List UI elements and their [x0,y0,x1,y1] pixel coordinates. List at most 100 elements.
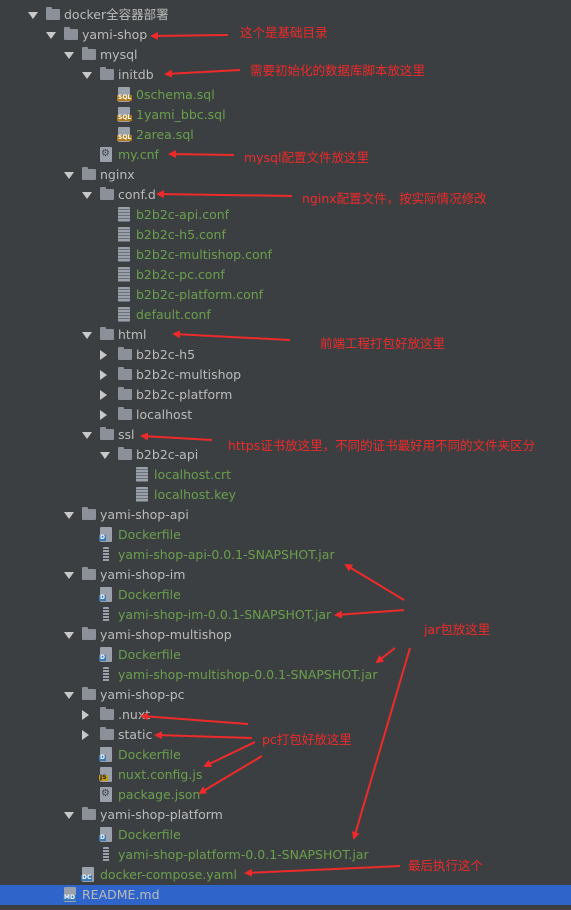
tree-row-mysql[interactable]: mysql [0,45,571,65]
annotation-last: 最后执行这个 [408,858,484,873]
tree-row-im[interactable]: yami-shop-im [0,565,571,585]
chevron-down-icon[interactable] [64,572,74,579]
tree-row-html-subdir[interactable]: b2b2c-h5 [0,345,571,365]
tree-row-html-subdir[interactable]: localhost [0,405,571,425]
tree-row-jar[interactable]: yami-shop-platform-0.0.1-SNAPSHOT.jar [0,845,571,865]
tree-row-ssl-sub[interactable]: b2b2c-api [0,445,571,465]
key-file-label: localhost.key [154,487,236,502]
tree-row-dockerfile[interactable]: D Dockerfile [0,745,571,765]
platform-folder-label: yami-shop-platform [100,807,223,822]
tree-row-conf-file[interactable]: b2b2c-platform.conf [0,285,571,305]
annotation-mysql-conf: mysql配置文件放这里 [244,150,369,165]
ssl-folder-label: ssl [118,427,135,442]
chevron-down-icon[interactable] [82,72,92,79]
conf-file-label: default.conf [136,307,211,322]
chevron-down-icon[interactable] [64,692,74,699]
chevron-down-icon[interactable] [64,812,74,819]
chevron-right-icon[interactable] [100,410,107,420]
tree-row-conf-file[interactable]: b2b2c-multishop.conf [0,245,571,265]
chevron-down-icon[interactable] [28,12,38,19]
tree-row-conf-file[interactable]: default.conf [0,305,571,325]
conf-d-folder-label: conf.d [118,187,156,202]
tree-row-jar[interactable]: yami-shop-api-0.0.1-SNAPSHOT.jar [0,545,571,565]
annotation-initdb: 需要初始化的数据库脚本放这里 [250,63,426,78]
conf-file-icon [118,227,130,242]
tree-row-sql-file[interactable]: SQL 0schema.sql [0,85,571,105]
chevron-down-icon[interactable] [82,432,92,439]
tree-row-dockerfile[interactable]: D Dockerfile [0,525,571,545]
html-folder-label: html [118,327,147,342]
tree-row-jar[interactable]: yami-shop-multishop-0.0.1-SNAPSHOT.jar [0,665,571,685]
tree-row-conf-file[interactable]: b2b2c-h5.conf [0,225,571,245]
chevron-down-icon[interactable] [64,512,74,519]
tree-row-dockerfile[interactable]: D Dockerfile [0,825,571,845]
sql-file-label: 1yami_bbc.sql [136,107,226,122]
tree-row-pc-subdir[interactable]: .nuxt [0,705,571,725]
tree-row-api[interactable]: yami-shop-api [0,505,571,525]
my-cnf-label: my.cnf [118,147,159,162]
chevron-down-icon[interactable] [100,452,110,459]
tree-row-cert-file[interactable]: localhost.crt [0,465,571,485]
annotation-nginx-conf: nginx配置文件，按实际情况修改 [302,191,487,206]
tree-row-compose[interactable]: DC docker-compose.yaml [0,865,571,885]
tree-row-pc-subdir[interactable]: static [0,725,571,745]
folder-icon [100,67,114,80]
root-folder-label: docker全容器部署 [64,7,169,22]
tree-row-cert-file[interactable]: localhost.key [0,485,571,505]
chevron-right-icon[interactable] [82,710,89,720]
folder-icon [82,687,96,700]
tree-row-conf-d[interactable]: conf.d [0,185,571,205]
chevron-down-icon[interactable] [64,52,74,59]
chevron-right-icon[interactable] [100,350,107,360]
annotation-jar: jar包放这里 [424,622,491,637]
tree-row-dockerfile[interactable]: D Dockerfile [0,645,571,665]
folder-icon [118,387,132,400]
tree-row-pc[interactable]: yami-shop-pc [0,685,571,705]
tree-row-platform[interactable]: yami-shop-platform [0,805,571,825]
dockerfile-label: Dockerfile [118,527,181,542]
tree-row-js-file[interactable]: JS nuxt.config.js [0,765,571,785]
tree-row-sql-file[interactable]: SQL 2area.sql [0,125,571,145]
chevron-down-icon[interactable] [46,32,56,39]
tree-row-dockerfile[interactable]: D Dockerfile [0,585,571,605]
tree-row-jar[interactable]: yami-shop-im-0.0.1-SNAPSHOT.jar [0,605,571,625]
chevron-down-icon[interactable] [64,172,74,179]
tree-row-json-file[interactable]: package.json [0,785,571,805]
tree-row-html-subdir[interactable]: b2b2c-multishop [0,365,571,385]
jar-file-icon [103,667,109,682]
chevron-right-icon[interactable] [100,390,107,400]
html-subdir-label: b2b2c-platform [136,387,233,402]
dockerfile-label: Dockerfile [118,827,181,842]
readme-label: README.md [82,887,160,902]
json-file-icon [100,787,112,802]
cert-file-icon [136,467,148,482]
folder-icon [118,407,132,420]
api-folder-label: yami-shop-api [100,507,189,522]
tree-row-conf-file[interactable]: b2b2c-pc.conf [0,265,571,285]
js-file-label: nuxt.config.js [118,767,203,782]
tree-row-ssl[interactable]: ssl [0,425,571,445]
tree-row-initdb[interactable]: initdb [0,65,571,85]
tree-row-yami-shop[interactable]: yami-shop [0,25,571,45]
chevron-down-icon[interactable] [82,192,92,199]
tree-row-my-cnf[interactable]: my.cnf [0,145,571,165]
annotation-frontend: 前端工程打包好放这里 [320,336,446,351]
chevron-down-icon[interactable] [82,332,92,339]
conf-file-label: b2b2c-h5.conf [136,227,226,242]
tree-row-conf-file[interactable]: b2b2c-api.conf [0,205,571,225]
tree-row-nginx[interactable]: nginx [0,165,571,185]
tree-row-html-subdir[interactable]: b2b2c-platform [0,385,571,405]
config-file-icon [100,147,112,162]
mysql-folder-label: mysql [100,47,138,62]
chevron-down-icon[interactable] [64,632,74,639]
folder-icon [82,567,96,580]
chevron-right-icon[interactable] [100,370,107,380]
chevron-right-icon[interactable] [82,730,89,740]
conf-file-label: b2b2c-platform.conf [136,287,264,302]
tree-row-html[interactable]: html [0,325,571,345]
tree-row-root[interactable]: docker全容器部署 [0,5,571,25]
tree-row-multishop[interactable]: yami-shop-multishop [0,625,571,645]
tree-row-sql-file[interactable]: SQL 1yami_bbc.sql [0,105,571,125]
jar-file-label: yami-shop-api-0.0.1-SNAPSHOT.jar [118,547,335,562]
tree-row-readme[interactable]: MD README.md [0,885,571,905]
